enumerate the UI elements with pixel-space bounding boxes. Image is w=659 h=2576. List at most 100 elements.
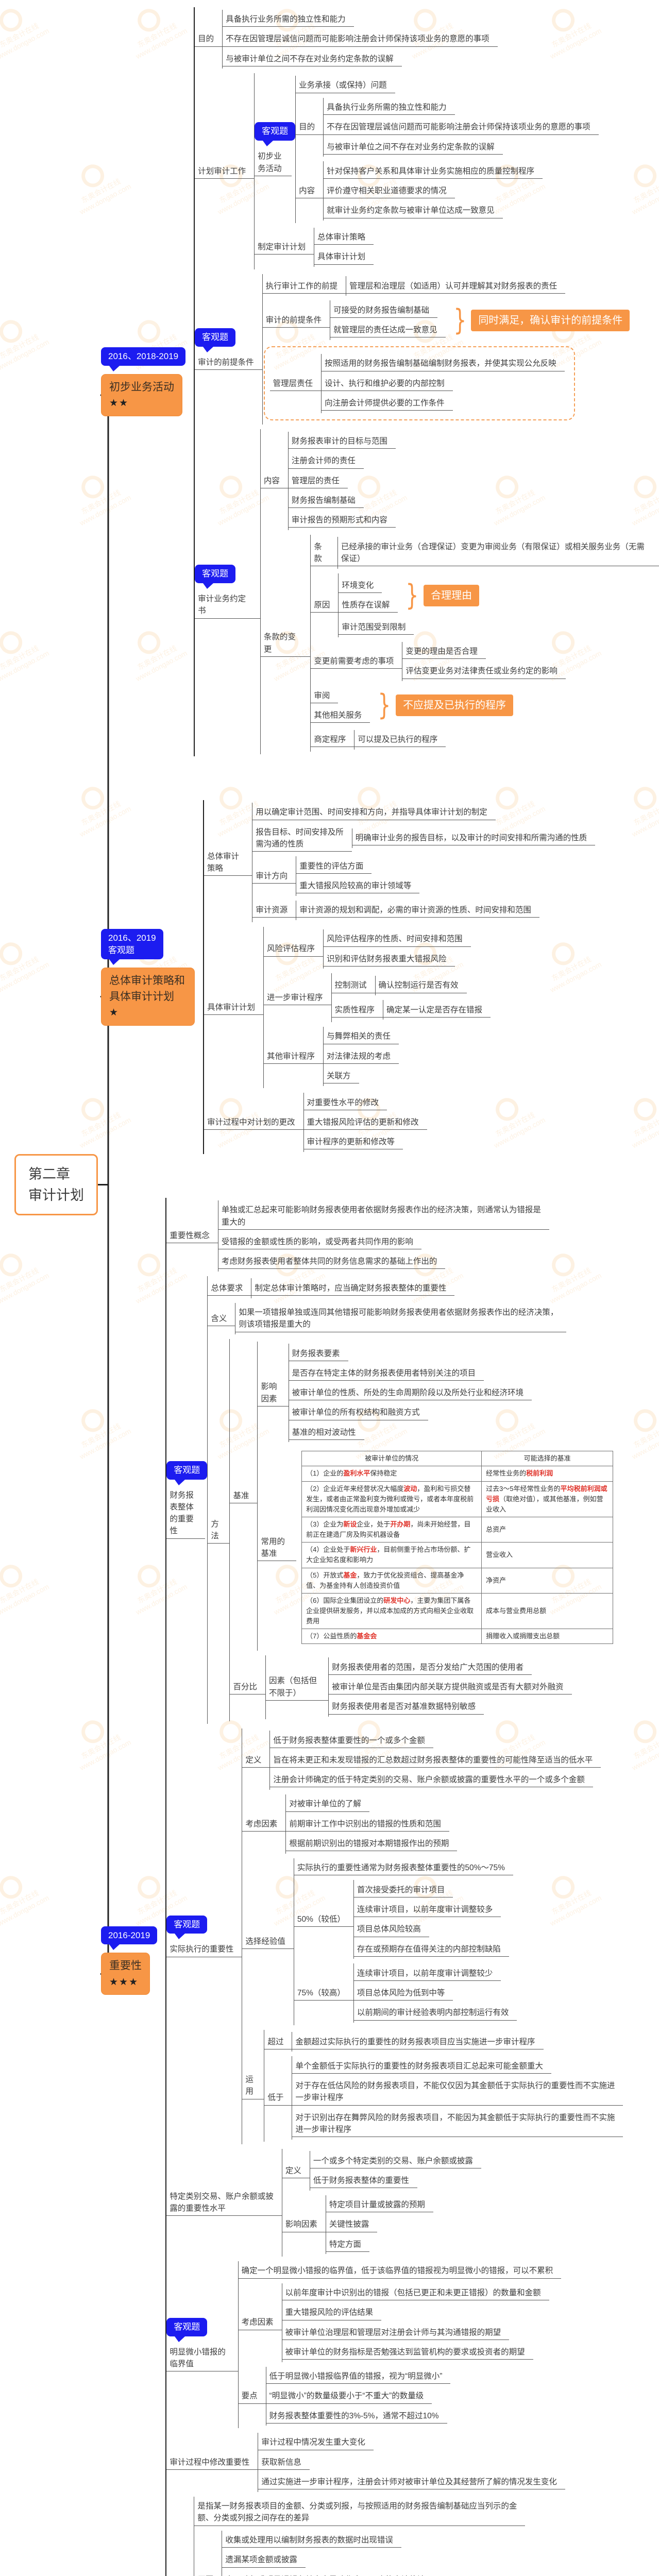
label-column: 内容 — [260, 473, 288, 488]
map-node: 重大错报风险评估的更新和修改 — [303, 1115, 427, 1130]
label-column: 50%（较低） — [294, 1912, 353, 1927]
label-column: 对被审计单位的了解 — [286, 1797, 369, 1812]
label-column: 对于存在低估风险的财务报表项目，不能仅仅因为其金额低于实际执行的重要性而不实施进… — [292, 2078, 623, 2106]
label-column: 审计过程中修改重要性 — [166, 2455, 258, 2470]
label-column: 其他相关服务 — [311, 708, 370, 723]
topic-text: 考虑财务报表使用者整体共同的财务信息需求的基础上作出的 — [218, 1254, 446, 1269]
map-node: 对重要性水平的修改 — [303, 1095, 427, 1110]
topic-text: 遗漏某项金额或披露 — [222, 2552, 306, 2568]
topic-label: 商定程序 — [311, 732, 354, 748]
map-node: 审计方向重要性的评估方面重大错报风险较高的审计领域等 — [252, 856, 595, 896]
topic-text: 首次接受委托的审计项目 — [353, 1883, 453, 1898]
map-node: 特定项目计量或披露的预期 — [326, 2197, 433, 2213]
map-node: “明显微小”的数量级要小于“不重大”的数量级 — [266, 2388, 451, 2404]
label-column: “明显微小”的数量级要小于“不重大”的数量级 — [266, 2388, 432, 2404]
branch-node: 初步业务活动★★ — [101, 374, 182, 417]
topic-text: 通过实施进一步审计程序，注册会计师对被审计单位及其经营所了解的情况发生变化 — [258, 2475, 565, 2490]
children-group: 审阅其他相关服务 — [311, 686, 370, 725]
objective-question-tag: 客观题 — [255, 122, 296, 147]
children-group: 财务报表要素是否存在特定主体的财务报表使用者特别关注的项目被审计单位的性质、所处… — [288, 1344, 532, 1443]
topic-label: 条款 — [311, 539, 337, 567]
label-column: 定义 — [242, 1753, 270, 1768]
topic-text: 单个金额低于实际执行的重要性的财务报表项目汇总起来可能金额重大 — [292, 2059, 551, 2074]
map-node: 根据前期识别出的错报对本期错报作出的预期 — [286, 1836, 458, 1852]
map-node: 运用超过金额超过实际执行的重要性的财务报表项目应当实施进一步审计程序低于单个金额… — [242, 2029, 623, 2142]
map-node: 其他相关服务 — [311, 708, 370, 723]
map-node: 由于疏忽或明显误解有关事实导致作出不正确的会计估计 — [222, 2572, 553, 2576]
label-column: 单独或汇总起来可能影响财务报表使用者依据财务报表作出的经济决策，则通常认为错报是… — [218, 1202, 549, 1230]
topic-label: 目的 — [195, 31, 223, 47]
table-cell: 捐赠收入或捐赠支出总额 — [481, 1629, 614, 1645]
children-group: 风险评估程序风险评估程序的性质、时间安排和范围识别和评估财务报表重大错报风险进一… — [263, 927, 491, 1088]
children-group: 审计过程中情况发生重大变化获取新信息通过实施进一步审计程序，注册会计师对被审计单… — [258, 2432, 565, 2492]
topic-text: 性质存在误解 — [339, 598, 398, 613]
map-node: 通过实施进一步审计程序，注册会计师对被审计单位及其经营所了解的情况发生变化 — [258, 2475, 565, 2490]
topic-text: 审计程序的更新和修改等 — [303, 1134, 403, 1150]
label-column: 定义 — [282, 2163, 310, 2178]
label-column: 前期审计工作中识别出的错报的性质和范围 — [286, 1817, 449, 1832]
map-node: 实质性程序确定某一认定是否存在错报 — [331, 1000, 491, 1020]
map-node: 与被审计单位之间不存在对业务约定条款的误解 — [324, 140, 599, 155]
topic-text: 被审计单位的财务指标是否勉强达到监管机构的要求或投资者的期望 — [282, 2345, 533, 2360]
table-row: （1）企业的盈利水平保持稳定经常性业务的税前利润 — [301, 1466, 614, 1482]
table-row: （3）企业为新设企业，处于开办期，尚未开始经营，目前正在建造厂房及购买机器设备总… — [301, 1516, 614, 1543]
topic-text: 重大错报风险评估的更新和修改 — [303, 1115, 427, 1130]
highlight-note: 不应提及已执行的程序 — [396, 694, 514, 717]
label-column: 低于财务报表整体的重要性 — [310, 2173, 417, 2189]
children-group: 因素（包括但不限于）财务报表使用者的范围，是否分发给广大范围的使用者被审计单位是… — [265, 1655, 572, 1719]
map-node: 重大错报风险的评估结果 — [282, 2305, 549, 2320]
curly-brace-icon: } — [378, 688, 391, 722]
topic-label: 基准 — [230, 1488, 258, 1504]
topic-text: 确认控制运行是否有效 — [375, 978, 467, 993]
label-column: 实质性程序 — [331, 1003, 383, 1018]
children-group: 总体要求制定总体审计策略时，应当确定财务报表整体的重要性含义如果一项错报单独或连… — [207, 1276, 614, 1724]
children-group: 如果一项错报单独或连同其他错报可能影响财务报表使用者依据财务报表作出的经济决策，… — [235, 1302, 567, 1334]
label-column: 项目总体风险较高 — [353, 1922, 429, 1937]
objective-question-tag: 客观题 — [166, 1915, 208, 1940]
map-node: 其他审计程序与舞弊相关的责任对法律法规的考虑关联方 — [264, 1026, 491, 1086]
label-column: 实际执行的重要性通常为财务报表整体重要性的50%～75% — [294, 1860, 513, 1876]
label-column: 客观题初步业务活动 — [255, 122, 296, 176]
children-group: 总体审计策略具体审计计划 — [314, 227, 374, 267]
map-node: 75%（较高）连续审计项目，以前年度审计调整较少项目总体风险为低到中等以前期间的… — [294, 1963, 517, 2023]
topic-label: 控制测试 — [331, 978, 375, 993]
map-node: 审计过程中对计划的更改对重要性水平的修改重大错报风险评估的更新和修改审计程序的更… — [204, 1093, 595, 1152]
label-column: 已经承接的审计业务（合理保证）变更为审阅业务（有限保证）或相关服务业务（无需保证… — [337, 539, 659, 567]
label-column: 一个或多个特定类别的交易、账户余额或披露 — [310, 2154, 481, 2168]
map-node: 可接受的财务报告编制基础 — [330, 303, 446, 318]
children-group: 特定项目计量或披露的预期关键性披露特定方面 — [325, 2195, 433, 2255]
map-node: 收集或处理用以编制财务报表的数据时出现错误 — [222, 2533, 553, 2548]
label-column: 是指某一财务报表项目的金额、分类或列报，与按照适用的财务报告编制基础应当列示的金… — [194, 2499, 526, 2526]
table-row: （6）国际企业集团设立的研发中心，主要为集团下属各企业提供研发服务，并以成本加成… — [301, 1592, 614, 1630]
topic-text: 审计报告的预期形式和内容 — [288, 513, 396, 528]
label-column: 可以提及已执行的程序 — [354, 732, 446, 748]
label-column: 重要性的评估方面 — [296, 859, 372, 874]
children-group: 制定总体审计策略时，应当确定财务报表整体的重要性 — [251, 1278, 455, 1298]
exam-years-objective-tag: 2016、2019 客观题 — [101, 928, 163, 965]
label-column: 被审计单位的性质、所处的生命周期阶段以及所处行业和经济环境 — [289, 1385, 532, 1401]
map-node: 重要性概念单独或汇总起来可能影响财务报表使用者依据财务报表作出的经济决策，则通常… — [166, 1200, 623, 1272]
label-column: 特定方面 — [326, 2237, 369, 2252]
label-column: 基准 — [230, 1488, 258, 1504]
children-group: 可接受的财务报告编制基础就管理层的责任达成一致意见 — [330, 300, 446, 340]
children-group: 以前年度审计中识别出的错报（包括已更正和未更正错报）的数量和金额重大错报风险的评… — [281, 2283, 549, 2362]
map-node: 存在或预期存在值得关注的内部控制缺陷 — [353, 1942, 509, 1957]
label-column: 目的 — [195, 31, 223, 47]
label-column: 以前年度审计中识别出的错报（包括已更正和未更正错报）的数量和金额 — [282, 2285, 549, 2301]
label-column: 连续审计项目，以前年度审计调整较多 — [353, 1902, 501, 1918]
table-cell: 过去3～5年经常性业务的平均税前利润或亏损（取绝对值），或其他基准，例如营业收入 — [481, 1481, 614, 1517]
branch-node: 重要性★★★ — [101, 1953, 150, 1995]
map-node: 审计范围受到限制 — [339, 620, 479, 635]
label-column: 由于疏忽或明显误解有关事实导致作出不正确的会计估计 — [222, 2572, 433, 2576]
label-column: 确定一个明显微小错报的临界值，低于该临界值的错报视为明显微小的错报，可以不累积 — [238, 2263, 562, 2279]
topic-label: 要点 — [238, 2388, 266, 2404]
topic-text: 对法律法规的考虑 — [324, 1049, 399, 1064]
topic-label: 管理层责任 — [269, 376, 322, 391]
table-cell: 总资产 — [481, 1516, 614, 1543]
topic-text: 就管理层的责任达成一致意见 — [330, 323, 446, 338]
topic-text: 已经承接的审计业务（合理保证）变更为审阅业务（有限保证）或相关服务业务（无需保证… — [337, 539, 659, 567]
label-column: 注册会计师的责任 — [288, 453, 364, 469]
map-node: 定义一个或多个特定类别的交易、账户余额或披露低于财务报表整体的重要性 — [282, 2151, 481, 2191]
map-node: 是否存在特定主体的财务报表使用者特别关注的项目 — [289, 1366, 532, 1381]
map-node: 针对保持客户关系和具体审计业务实施相应的质量控制程序 — [324, 164, 543, 179]
